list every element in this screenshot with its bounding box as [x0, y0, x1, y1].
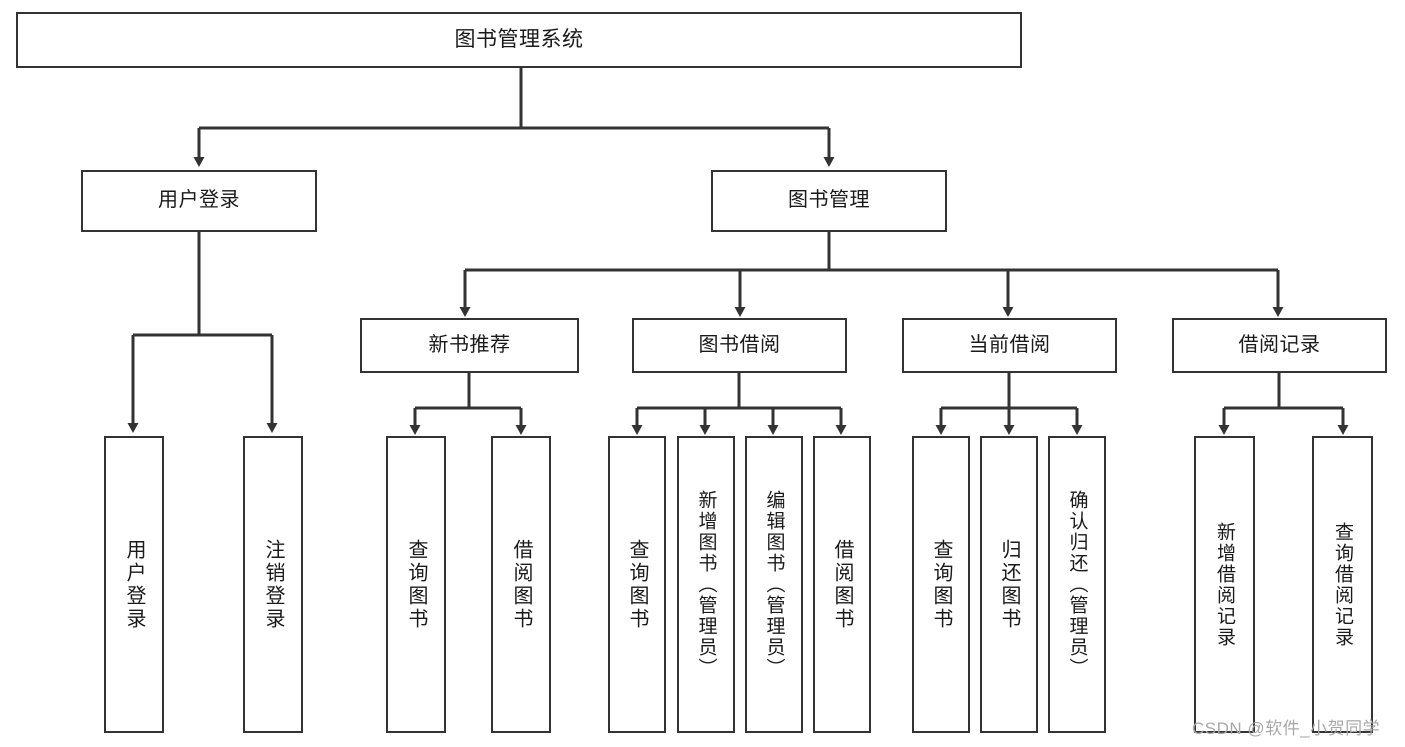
node-label: 新增借阅记录 — [1214, 521, 1235, 648]
leaf-query-book-borrow[interactable]: 查询图书 — [608, 436, 666, 733]
node-label: 归还图书 — [998, 538, 1020, 631]
node-label: 借阅记录 — [1238, 333, 1321, 356]
node-label: 借阅图书 — [510, 538, 532, 631]
leaf-query-book-current[interactable]: 查询图书 — [912, 436, 970, 733]
node-label: 查询图书 — [626, 538, 648, 631]
leaf-edit-book-admin[interactable]: 编辑图书（管理员） — [745, 436, 803, 733]
node-borrow-records[interactable]: 借阅记录 — [1172, 318, 1387, 373]
node-label: 借阅图书 — [831, 538, 853, 631]
node-label: 查询借阅记录 — [1332, 521, 1353, 648]
node-label: 用户登录 — [123, 538, 145, 631]
node-label: 新书推荐 — [428, 333, 511, 356]
node-label: 用户登录 — [158, 189, 240, 212]
leaf-query-book-recommend[interactable]: 查询图书 — [386, 436, 446, 733]
node-current-borrow[interactable]: 当前借阅 — [902, 318, 1117, 373]
node-book-management[interactable]: 图书管理 — [711, 170, 947, 232]
leaf-query-borrow-record[interactable]: 查询借阅记录 — [1312, 436, 1373, 733]
node-label: 查询图书 — [405, 538, 427, 631]
leaf-borrow-book[interactable]: 借阅图书 — [813, 436, 871, 733]
node-label: 图书管理系统 — [454, 27, 584, 51]
node-book-borrow[interactable]: 图书借阅 — [632, 318, 847, 373]
leaf-return-book[interactable]: 归还图书 — [980, 436, 1038, 733]
leaf-confirm-return-admin[interactable]: 确认归还（管理员） — [1048, 436, 1106, 733]
leaf-user-login[interactable]: 用户登录 — [104, 436, 164, 733]
leaf-borrow-book-recommend[interactable]: 借阅图书 — [491, 436, 551, 733]
node-label: 注销登录 — [262, 538, 284, 631]
node-label: 图书借阅 — [698, 333, 781, 356]
node-label: 图书管理 — [788, 189, 870, 212]
node-user-login[interactable]: 用户登录 — [81, 170, 317, 232]
node-label: 查询图书 — [930, 538, 952, 631]
node-root-system[interactable]: 图书管理系统 — [16, 12, 1022, 68]
node-label: 当前借阅 — [968, 333, 1051, 356]
node-label: 编辑图书（管理员） — [763, 490, 785, 679]
node-label: 新增图书（管理员） — [695, 490, 717, 679]
node-new-book-recommend[interactable]: 新书推荐 — [360, 318, 579, 373]
node-label: 确认归还（管理员） — [1066, 490, 1088, 679]
leaf-logout[interactable]: 注销登录 — [243, 436, 303, 733]
leaf-add-borrow-record[interactable]: 新增借阅记录 — [1194, 436, 1255, 733]
leaf-add-book-admin[interactable]: 新增图书（管理员） — [677, 436, 735, 733]
